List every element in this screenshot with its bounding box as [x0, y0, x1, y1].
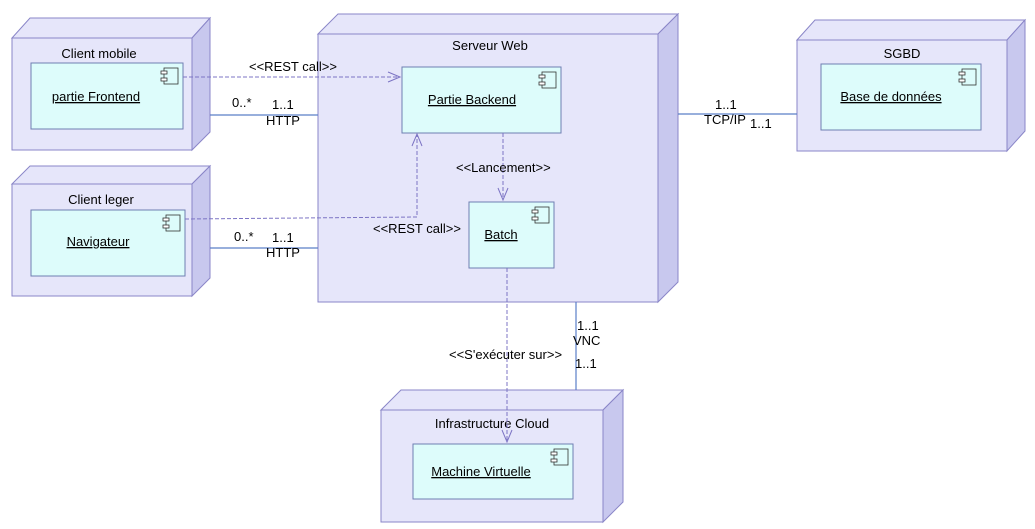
node-client-mobile-top — [10, 17, 212, 39]
dependency-lancement-label: <<Lancement>> — [456, 160, 551, 175]
connector-web-cloud[interactable]: 1..1 VNC 1..1 — [573, 302, 600, 390]
component-partie-backend[interactable]: Partie Backend — [401, 66, 562, 134]
dependency-rest-call-mobile[interactable]: <<REST call>> — [183, 59, 402, 83]
connector-web-cloud-mult-web: 1..1 — [577, 318, 599, 333]
arrowhead — [387, 71, 402, 83]
component-machine-virtuelle-label: Machine Virtuelle — [431, 464, 530, 479]
node-serveur-web-top — [316, 13, 680, 35]
connector-web-sgbd-mult-sgbd: 1..1 — [750, 116, 772, 131]
connector-mobile-web-mult-client: 0..* — [232, 95, 252, 110]
connector-leger-web-mult-server: 1..1 — [272, 230, 294, 245]
component-navigateur[interactable]: Navigateur — [30, 209, 186, 277]
connector-web-cloud-mult-cloud: 1..1 — [575, 356, 597, 371]
node-serveur-web: Serveur Web — [316, 12, 680, 304]
connector-leger-web-mult-client: 0..* — [234, 229, 254, 244]
dependency-lancement[interactable]: <<Lancement>> — [456, 133, 551, 202]
node-infrastructure-cloud-label: Infrastructure Cloud — [435, 416, 549, 431]
component-batch-box — [468, 201, 555, 269]
component-base-de-donnees-label: Base de données — [840, 89, 942, 104]
node-serveur-web-side — [657, 12, 679, 304]
node-sgbd-top — [795, 19, 1027, 41]
component-base-de-donnees[interactable]: Base de données — [820, 63, 982, 131]
component-partie-backend-label: Partie Backend — [428, 92, 516, 107]
component-partie-frontend-box — [30, 62, 184, 130]
node-client-leger-top — [10, 165, 212, 185]
dependency-executer-sur-label: <<S'exécuter sur>> — [449, 347, 562, 362]
component-base-de-donnees-box — [820, 63, 982, 131]
connector-mobile-web-protocol: HTTP — [266, 113, 300, 128]
node-client-mobile-side — [191, 16, 211, 152]
component-navigateur-box — [30, 209, 186, 277]
dependency-rest-call-leger[interactable]: <<REST call>> — [184, 132, 461, 236]
arrowhead — [501, 429, 513, 444]
node-sgbd-side — [1006, 18, 1026, 153]
dependency-rest-call-mobile-label: <<REST call>> — [249, 59, 337, 74]
node-client-mobile-label: Client mobile — [61, 46, 136, 61]
dependency-executer-sur[interactable]: <<S'exécuter sur>> — [449, 268, 562, 444]
arrowhead — [411, 132, 423, 147]
node-infrastructure-cloud-top — [379, 389, 625, 411]
connector-mobile-web-mult-server: 1..1 — [272, 97, 294, 112]
connector-web-sgbd[interactable]: 1..1 TCP/IP 1..1 — [678, 97, 797, 131]
component-machine-virtuelle-box — [412, 443, 574, 500]
arrowhead — [497, 187, 509, 202]
component-machine-virtuelle[interactable]: Machine Virtuelle — [412, 443, 574, 500]
component-batch[interactable]: Batch — [468, 201, 555, 269]
dependency-rest-call-leger-label: <<REST call>> — [373, 221, 461, 236]
component-batch-label: Batch — [484, 227, 517, 242]
node-serveur-web-label: Serveur Web — [452, 38, 528, 53]
connector-web-sgbd-mult-web: 1..1 — [715, 97, 737, 112]
connector-web-cloud-protocol: VNC — [573, 333, 600, 348]
connector-web-sgbd-protocol: TCP/IP — [704, 112, 746, 127]
node-client-leger-side — [191, 164, 211, 298]
node-infrastructure-cloud-side — [602, 388, 624, 524]
component-partie-frontend[interactable]: partie Frontend — [30, 62, 184, 130]
connector-leger-web-protocol: HTTP — [266, 245, 300, 260]
node-client-leger-label: Client leger — [68, 192, 134, 207]
component-navigateur-label: Navigateur — [67, 234, 131, 249]
node-sgbd-label: SGBD — [884, 46, 921, 61]
component-partie-backend-box — [401, 66, 562, 134]
connector-leger-web[interactable]: 0..* 1..1 HTTP — [210, 229, 318, 260]
component-partie-frontend-label: partie Frontend — [52, 89, 140, 104]
connector-mobile-web[interactable]: 0..* 1..1 HTTP — [210, 95, 318, 128]
